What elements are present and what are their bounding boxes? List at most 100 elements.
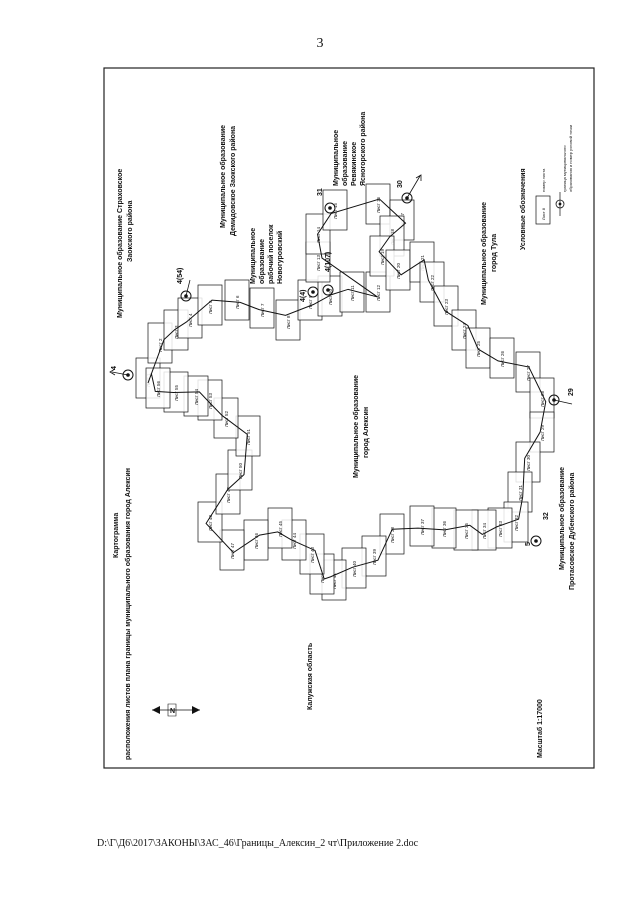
nodal-point: 30	[397, 180, 413, 204]
title-line2: расположения листов плана границы муници…	[124, 468, 132, 760]
sheet-label: Лист 56	[156, 380, 161, 397]
region-protasovskoe-1: Муниципальное образование	[558, 467, 566, 570]
region-novogurovsky-1: Муниципальное	[250, 228, 257, 284]
point-label: 4(54)	[177, 268, 184, 284]
sheet-label: Лист 19	[380, 248, 385, 265]
nodal-point: 4(107)	[322, 252, 334, 296]
point-label: 4	[111, 366, 118, 370]
region-tula-1: Муниципальное образование	[480, 202, 488, 305]
legend: Условные обозначения Лист 8 номер листа …	[519, 125, 573, 250]
sheet-label: Лист 36	[442, 520, 447, 537]
region-center-1: Муниципальное образование	[352, 375, 360, 478]
nodal-point: 31	[317, 188, 336, 214]
nodal-point: 5	[525, 535, 542, 547]
sheet-label: Лист 45	[278, 520, 283, 537]
sheet-label: Лист 8	[286, 315, 291, 329]
sheet-label: Лист 26	[500, 350, 505, 367]
region-novogurovsky-3: рабочий поселок	[267, 224, 275, 284]
sheet-box	[385, 249, 411, 291]
point-label: 4(107)	[325, 252, 332, 272]
sheet-label: Лист 2	[158, 338, 163, 352]
sheet-label: Лист 3	[174, 325, 179, 339]
sheet-label: Лист 28	[540, 390, 545, 407]
sheet-box	[409, 505, 435, 547]
sheet-label: Лист 46	[254, 532, 259, 549]
sheet-label: Лист 38	[390, 526, 395, 543]
sheet-label: Лист 34	[482, 522, 487, 539]
sheet-label: Лист 27	[526, 364, 531, 381]
sheet-box	[453, 509, 479, 551]
labels: Картограмма расположения листов плана гр…	[113, 112, 576, 760]
legend-title: Условные обозначения	[519, 168, 527, 250]
page-number: 3	[316, 36, 324, 51]
region-novogurovsky-4: Новогуровский	[276, 231, 284, 284]
point-label: 31	[317, 188, 324, 196]
sheet-label: Лист 31	[518, 484, 523, 501]
sheet-box	[197, 284, 223, 326]
sheet-box	[235, 415, 261, 457]
boundary-arrows	[109, 174, 573, 405]
sheet-label: Лист 39	[372, 548, 377, 565]
sheet-label: Лист 43	[310, 546, 315, 563]
sheet-label: Лист 29	[540, 424, 545, 441]
sheet-label: Лист 4	[188, 313, 193, 327]
nodal-point: 4(4)	[300, 286, 319, 302]
legend-sheet-desc: номер листа	[541, 168, 546, 192]
region-revyakinskoe-1: Муниципальное	[333, 130, 340, 186]
sheet-label: Лист 51	[246, 428, 251, 445]
point-label: 4(4)	[300, 290, 307, 302]
legend-point-desc-1: граница муниципального	[562, 145, 567, 192]
region-protasovskoe-2: Протасовское Дубенского района	[568, 473, 576, 590]
sheet-label: Лист 12	[376, 284, 381, 301]
sheet-label: Лист 47	[230, 542, 235, 559]
point-label: 5	[525, 542, 532, 546]
nodal-point: 4	[111, 366, 134, 381]
sheet-label: Лист 40	[352, 560, 357, 577]
sheet-label: Лист 24	[462, 322, 467, 339]
point-label: 32	[543, 512, 550, 520]
region-demidovskoe-1: Муниципальное образование	[219, 125, 227, 228]
sheet-label: Лист 16	[376, 196, 381, 213]
sheet-label: Лист 10	[328, 288, 333, 305]
sheet-label: Лист 53	[208, 392, 213, 409]
sheet-label: Лист 15	[333, 202, 338, 219]
sheet-box	[224, 279, 250, 321]
sheet-box	[145, 367, 171, 409]
region-revyakinskoe-3: Ревякинское	[351, 142, 358, 186]
nodal-points: 4 4(54) 4(107) 4(4) 31 30 29 5	[111, 180, 575, 547]
point-label: 30	[397, 180, 404, 188]
sheet-label: Лист 37	[420, 518, 425, 535]
north-label: N	[170, 708, 175, 715]
sheet-box	[267, 507, 293, 549]
north-arrow-icon: N	[152, 703, 200, 717]
legend-sheet-box	[535, 195, 551, 225]
region-strakhovskoe-2: Заокского района	[126, 200, 134, 262]
region-revyakinskoe-4: Ясногорского района	[359, 112, 367, 186]
sheet-label: Лист 22	[430, 274, 435, 291]
sheet-label: Лист 54	[194, 388, 199, 405]
scale-label: Масштаб 1:17000	[536, 699, 544, 758]
sheet-label: Лист 33	[498, 520, 503, 537]
sheet-label: Лист 9	[308, 295, 313, 309]
sheet-label: Лист 49	[226, 486, 231, 503]
title-line1: Картограмма	[113, 513, 120, 558]
sheet-label: Лист 11	[350, 285, 355, 301]
region-strakhovskoe-1: Муниципальное образование Страховское	[116, 169, 124, 318]
region-tula-2: город Тула	[491, 234, 498, 272]
region-kaluga: Калужская область	[306, 642, 314, 710]
sheet-label: Лист 5	[208, 300, 213, 314]
map-frame	[103, 67, 595, 769]
region-novogurovsky-2: образование	[258, 239, 266, 284]
sheet-box	[219, 529, 245, 571]
sheet-label: Лист 50	[238, 462, 243, 479]
sheet-label: Лист 48	[208, 514, 213, 531]
sheet-label: Лист 13	[316, 254, 321, 271]
boundary-line	[147, 198, 547, 580]
sheet-label: Лист 41	[332, 572, 337, 589]
sheet-label: Лист 30	[526, 454, 531, 471]
nodal-point: 4(54)	[177, 268, 192, 302]
region-center-2: город Алексин	[363, 407, 370, 458]
sheet-label: Лист 32	[514, 514, 519, 531]
